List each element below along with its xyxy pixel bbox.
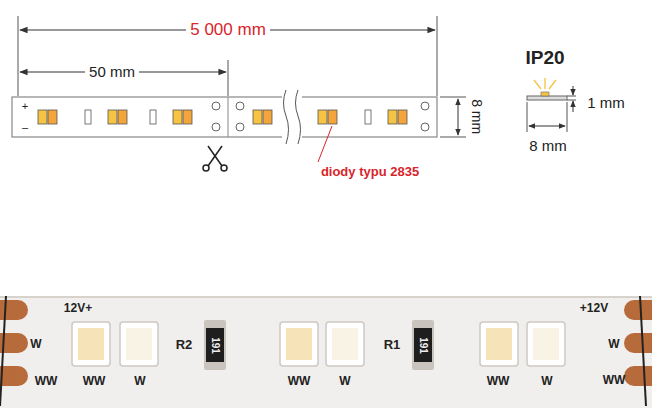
dimension-label: + — [22, 100, 28, 112]
marking-label: WW — [83, 375, 106, 388]
dimension-label: 1 mm — [587, 95, 625, 112]
dimension-label: – — [22, 121, 28, 133]
dimension-label: 8 mm — [468, 99, 483, 134]
marking-label: W — [608, 338, 619, 351]
marking-label: 12V+ — [64, 302, 92, 315]
marking-label: R2 — [176, 338, 193, 352]
marking-label: W — [134, 375, 145, 388]
marking-label: WW — [35, 375, 58, 388]
marking-label: W — [30, 338, 41, 351]
marking-label: 191 — [210, 337, 221, 354]
marking-label: R1 — [384, 338, 401, 352]
dimension-label: diody typu 2835 — [321, 165, 419, 179]
marking-label: WW — [288, 375, 311, 388]
marking-label: WW — [603, 374, 626, 387]
marking-label: W — [541, 375, 552, 388]
marking-label: W — [339, 375, 350, 388]
dimension-label: 5 000 mm — [186, 21, 270, 40]
marking-label: WW — [487, 375, 510, 388]
dimension-label: IP20 — [525, 48, 564, 69]
dimension-label: 8 mm — [529, 138, 567, 155]
marking-label: +12V — [580, 302, 608, 315]
marking-label: 191 — [418, 337, 429, 354]
dimension-label: 50 mm — [85, 64, 139, 81]
